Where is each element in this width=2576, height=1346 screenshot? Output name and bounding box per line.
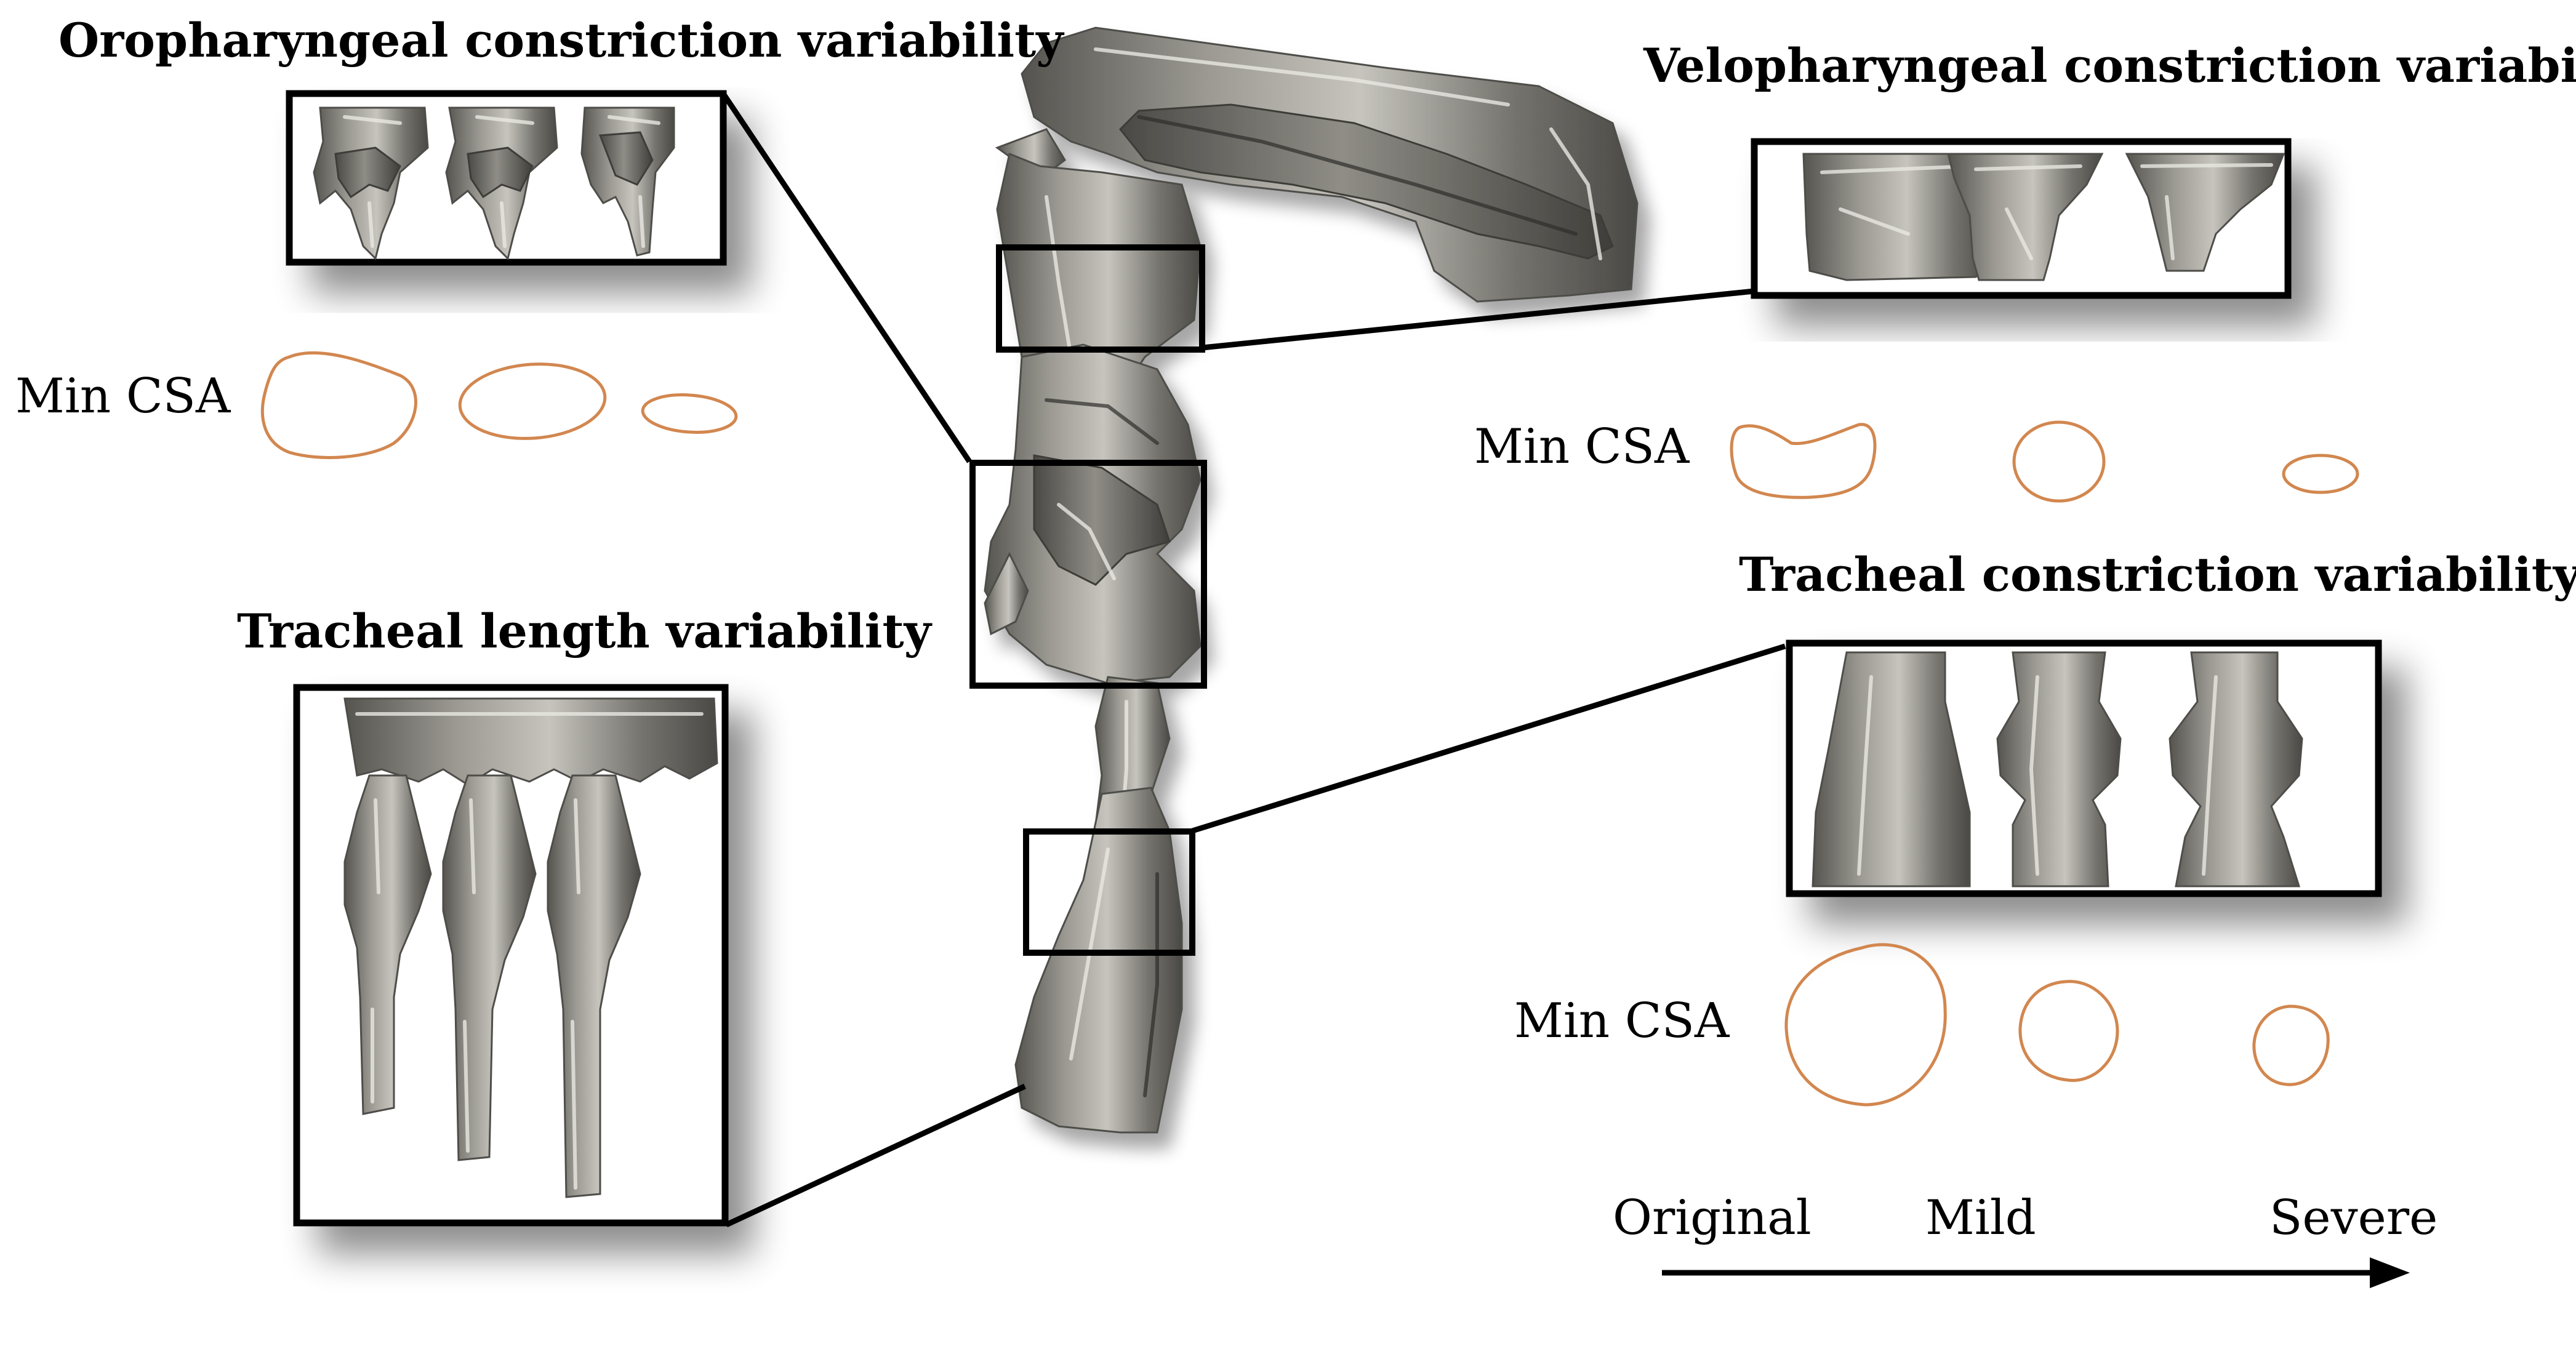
oropharyngeal-csa-outlines <box>260 351 738 459</box>
tracheal-length-title: Tracheal length variability <box>237 604 933 659</box>
tracheal-length-models <box>343 697 718 1198</box>
oropharyngeal-title: Oropharyngeal constriction variability <box>58 13 1064 68</box>
oropharynx-leader-line <box>721 92 972 463</box>
oropharyngeal-min-csa-label: Min CSA <box>15 369 231 424</box>
velopharyngeal-min-csa-label: Min CSA <box>1474 419 1690 475</box>
oropharynx-selection-box <box>969 460 1207 689</box>
csa-outline-mild <box>2018 980 2119 1082</box>
tracheal-constriction-models <box>1812 651 2303 887</box>
velopharyngeal-models <box>1802 153 2285 281</box>
trachea-selection-box <box>1023 828 1195 956</box>
severity-mild-label: Mild <box>1925 1190 2036 1246</box>
central-airway-model <box>984 26 1639 1134</box>
csa-outline-severe <box>2282 454 2359 494</box>
oropharyngeal-models <box>313 106 675 260</box>
csa-outline-severe <box>2252 1004 2330 1086</box>
tracheal-length-leader-line <box>725 1083 1026 1228</box>
severity-arrow-head <box>2370 1257 2410 1288</box>
csa-outline-original <box>260 351 417 459</box>
csa-outline-mild <box>458 363 607 440</box>
severity-scale: Original Mild Severe <box>1613 1190 2438 1288</box>
csa-outline-original <box>1784 943 1947 1107</box>
csa-outline-original <box>1730 423 1877 499</box>
tracheal-constriction-min-csa-label: Min CSA <box>1514 993 1730 1049</box>
velopharyngeal-title: Velopharyngeal constriction variability <box>1643 38 2576 93</box>
trachea-constriction-leader-line <box>1191 643 1786 834</box>
velopharynx-selection-box <box>996 244 1205 353</box>
csa-outline-severe <box>641 393 738 434</box>
velopharynx-leader-line <box>1202 288 1755 351</box>
tracheal-constriction-csa-outlines <box>1784 943 2330 1107</box>
tracheal-constriction-title: Tracheal constriction variability <box>1739 547 2576 602</box>
csa-outline-mild <box>2012 420 2106 503</box>
severity-original-label: Original <box>1613 1190 1812 1246</box>
velopharyngeal-csa-outlines <box>1730 420 2359 503</box>
severity-severe-label: Severe <box>2269 1190 2438 1246</box>
